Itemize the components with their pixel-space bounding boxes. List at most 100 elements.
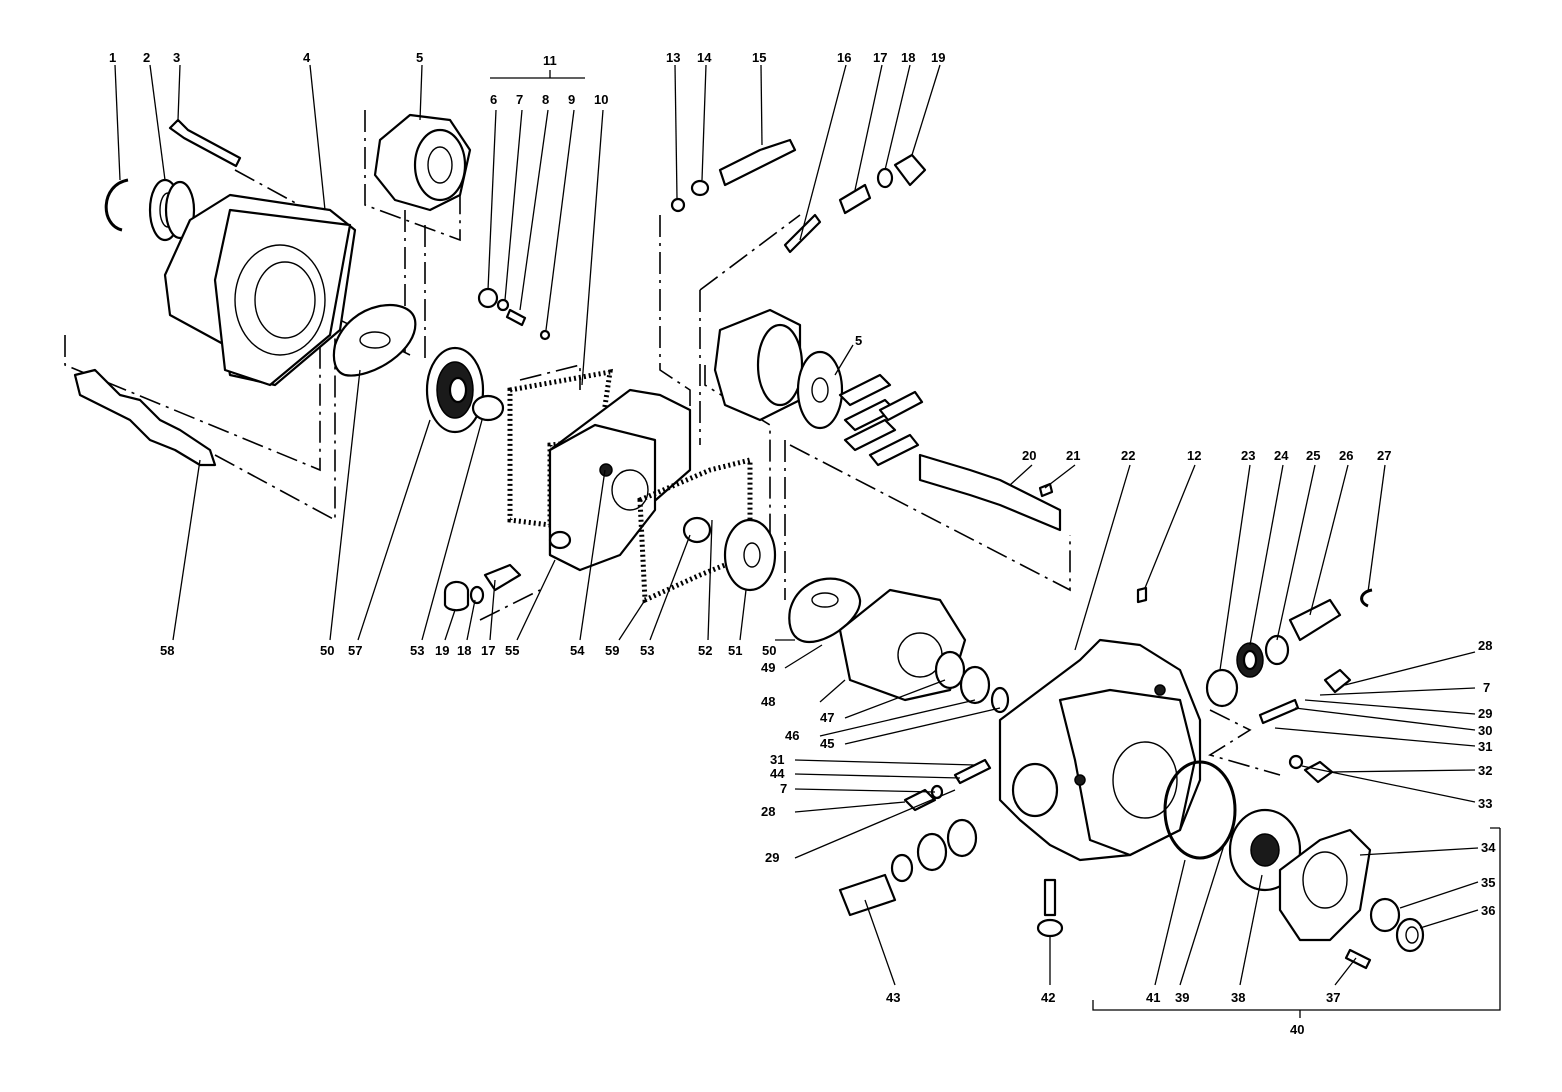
callout-30: 30 bbox=[1478, 723, 1492, 738]
callout-17-left: 17 bbox=[481, 643, 495, 658]
part-center-section-55 bbox=[548, 388, 692, 572]
part-thrust-washer-50 bbox=[332, 303, 417, 377]
callout-9: 9 bbox=[568, 92, 575, 107]
callout-45: 45 bbox=[820, 736, 834, 751]
callout-49: 49 bbox=[761, 660, 775, 675]
callout-6: 6 bbox=[490, 92, 497, 107]
callout-13: 13 bbox=[666, 50, 680, 65]
callout-59: 59 bbox=[605, 643, 619, 658]
callout-35: 35 bbox=[1481, 875, 1495, 890]
callout-39: 39 bbox=[1175, 990, 1189, 1005]
callout-12: 12 bbox=[1187, 448, 1201, 463]
part-shaft-26 bbox=[1288, 598, 1342, 642]
callout-17-top: 17 bbox=[873, 50, 887, 65]
callout-27: 27 bbox=[1377, 448, 1391, 463]
part-bearing-35 bbox=[1369, 897, 1401, 933]
part-bushing-53 bbox=[471, 394, 505, 422]
callout-43: 43 bbox=[886, 990, 900, 1005]
part-bushing-23 bbox=[1205, 668, 1239, 708]
part-spring-29-30-right bbox=[1258, 698, 1300, 725]
callout-29-left: 29 bbox=[765, 850, 779, 865]
part-bolt-42 bbox=[1036, 878, 1064, 938]
part-pistons-5 bbox=[838, 373, 924, 467]
part-retaining-ring-1 bbox=[104, 178, 129, 232]
callout-7-top: 7 bbox=[516, 92, 523, 107]
callout-37: 37 bbox=[1326, 990, 1340, 1005]
part-gasket-10 bbox=[507, 368, 613, 528]
callout-19-top: 19 bbox=[931, 50, 945, 65]
part-oring-13 bbox=[670, 197, 686, 213]
part-seal-14 bbox=[690, 179, 710, 197]
callout-10: 10 bbox=[594, 92, 608, 107]
callout-11: 11 bbox=[543, 53, 557, 68]
callout-54: 54 bbox=[570, 643, 585, 658]
callout-38: 38 bbox=[1231, 990, 1245, 1005]
part-check-valve-17-18-19-left bbox=[443, 563, 522, 612]
part-pin-12 bbox=[1136, 586, 1148, 604]
part-bushing-53b bbox=[682, 516, 712, 544]
part-washer-25 bbox=[1264, 634, 1290, 666]
callout-40: 40 bbox=[1290, 1022, 1304, 1037]
part-bearing-43b bbox=[916, 818, 978, 872]
part-oring-41 bbox=[1163, 760, 1237, 860]
callout-3: 3 bbox=[173, 50, 180, 65]
callout-53-right: 53 bbox=[640, 643, 654, 658]
callout-22: 22 bbox=[1121, 448, 1135, 463]
part-bolt-3 bbox=[168, 118, 242, 168]
callout-28-left: 28 bbox=[761, 804, 775, 819]
callout-46: 46 bbox=[785, 728, 799, 743]
callout-42: 42 bbox=[1041, 990, 1055, 1005]
part-oring-33 bbox=[1288, 754, 1304, 770]
callout-16: 16 bbox=[837, 50, 851, 65]
part-washer-43a bbox=[890, 853, 914, 883]
callout-32: 32 bbox=[1478, 763, 1492, 778]
callout-5-mid: 5 bbox=[855, 333, 862, 348]
callout-2: 2 bbox=[143, 50, 150, 65]
part-cylinder-block-5-lower bbox=[713, 308, 804, 422]
callout-18-top: 18 bbox=[901, 50, 915, 65]
callout-4: 4 bbox=[303, 50, 311, 65]
part-seal-24 bbox=[1236, 642, 1264, 678]
part-seal-36 bbox=[1395, 917, 1425, 953]
part-valve-plate-5 bbox=[796, 350, 844, 430]
callout-48: 48 bbox=[761, 694, 775, 709]
callout-8: 8 bbox=[542, 92, 549, 107]
callout-51: 51 bbox=[728, 643, 742, 658]
callout-58: 58 bbox=[160, 643, 174, 658]
callout-14: 14 bbox=[697, 50, 712, 65]
callout-26: 26 bbox=[1339, 448, 1353, 463]
callout-18-left: 18 bbox=[457, 643, 471, 658]
part-ring-27 bbox=[1360, 588, 1373, 608]
part-thrust-plate-51 bbox=[723, 518, 777, 592]
callout-47: 47 bbox=[820, 710, 834, 725]
part-swashplate-57 bbox=[425, 346, 485, 434]
part-housing-22 bbox=[998, 638, 1202, 862]
callout-33: 33 bbox=[1478, 796, 1492, 811]
part-shaft-43 bbox=[838, 873, 897, 917]
callout-41: 41 bbox=[1146, 990, 1160, 1005]
part-plug-28-right bbox=[1323, 668, 1352, 694]
part-check-valve-17-18-19-top bbox=[838, 153, 927, 215]
callout-15: 15 bbox=[752, 50, 766, 65]
callout-50-right: 50 bbox=[762, 643, 776, 658]
callout-25: 25 bbox=[1306, 448, 1320, 463]
callout-20: 20 bbox=[1022, 448, 1036, 463]
callout-21: 21 bbox=[1066, 448, 1080, 463]
callout-1: 1 bbox=[109, 50, 116, 65]
callout-31-left: 31 bbox=[770, 752, 784, 767]
part-key-21 bbox=[1038, 482, 1054, 498]
callout-19-left: 19 bbox=[435, 643, 449, 658]
part-charge-pump-cover-34 bbox=[1278, 828, 1372, 942]
part-valve-15 bbox=[718, 138, 797, 187]
part-cylinder-block-5-upper bbox=[373, 113, 472, 212]
part-bolt-37 bbox=[1344, 948, 1372, 970]
part-seal-46-47 bbox=[934, 650, 1010, 714]
callout-34: 34 bbox=[1481, 840, 1496, 855]
leader-lines bbox=[114, 64, 1501, 1018]
callout-52: 52 bbox=[698, 643, 712, 658]
callout-24: 24 bbox=[1274, 448, 1289, 463]
callout-labels: 1 2 3 4 5 11 6 7 8 9 10 13 14 15 16 17 1… bbox=[109, 50, 1496, 1037]
callout-57: 57 bbox=[348, 643, 362, 658]
callout-7-right: 7 bbox=[1483, 680, 1490, 695]
